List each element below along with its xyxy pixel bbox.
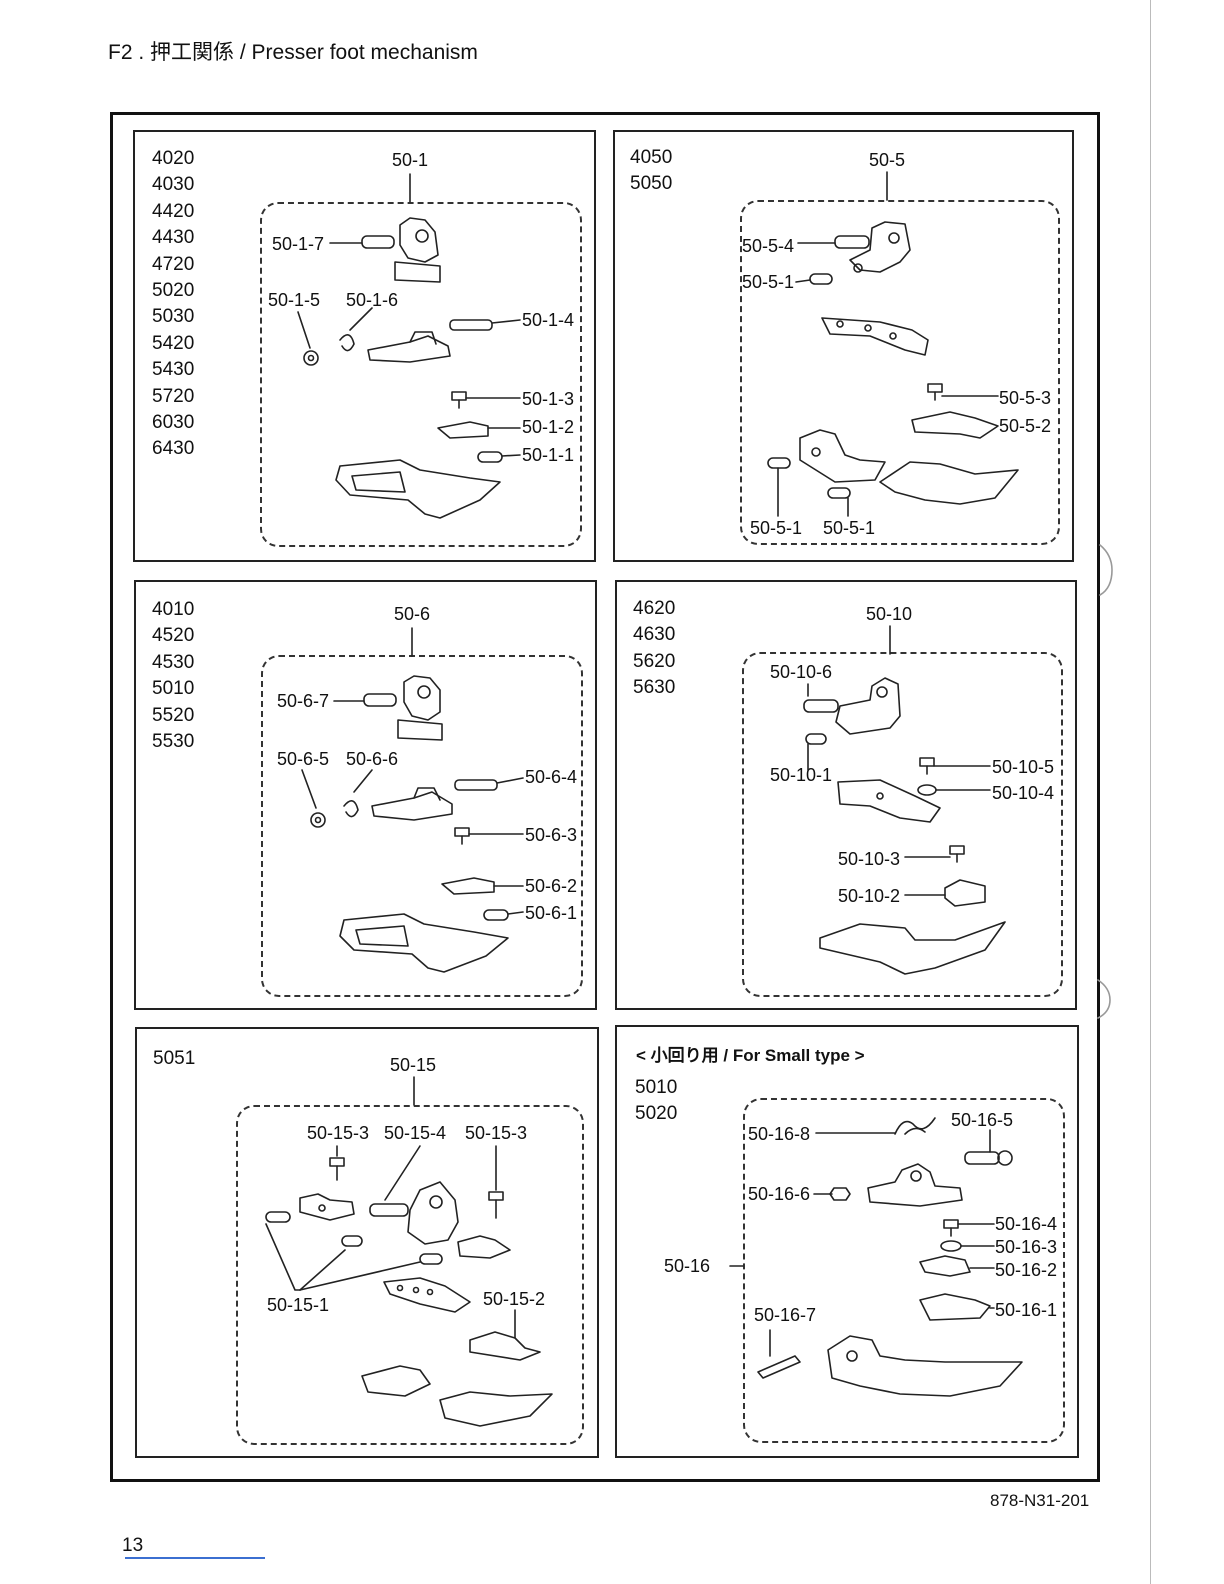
assembly-box-50-6 — [261, 655, 583, 997]
part-label: 50-6-5 — [277, 749, 330, 769]
part-label: 50-5-1 — [750, 518, 803, 538]
footer-rule — [125, 1557, 265, 1559]
part-label: 50-1-3 — [522, 389, 575, 409]
part-label: 50-16-1 — [995, 1300, 1058, 1320]
part-label: 50-10-4 — [992, 783, 1055, 803]
assembly-box-50-10 — [742, 652, 1063, 997]
part-label: 50-1-1 — [522, 445, 575, 465]
part-label: 50-5-3 — [999, 388, 1052, 408]
small-type-heading: < 小回り用 / For Small type > — [636, 1046, 865, 1065]
part-label: 50-5-1 — [742, 272, 795, 292]
part-label: 50-6-1 — [525, 903, 578, 923]
part-label: 50-15-3 — [307, 1123, 370, 1143]
assembly-box-50-1 — [260, 202, 582, 547]
part-label: 50-10-6 — [770, 662, 833, 682]
part-label: 50-15-3 — [465, 1123, 528, 1143]
part-label: 50-5-2 — [999, 416, 1052, 436]
part-label: 50-5-4 — [742, 236, 795, 256]
assembly-50-6-art — [301, 627, 524, 973]
part-label: 50-16-3 — [995, 1237, 1058, 1257]
part-label: 50-15-2 — [483, 1289, 546, 1309]
panel-50-1 — [133, 130, 596, 562]
part-label: 50-6-2 — [525, 876, 578, 896]
part-label: 50-16-6 — [748, 1184, 811, 1204]
panel-50-6 — [134, 580, 597, 1010]
assembly-label: 50-16 — [664, 1256, 711, 1276]
part-label: 50-5-1 — [823, 518, 876, 538]
panel-50-10 — [615, 580, 1077, 1010]
assembly-box-50-15 — [236, 1105, 584, 1445]
assembly-box-50-5 — [740, 200, 1060, 545]
assembly-box-50-16 — [743, 1098, 1065, 1443]
panel-50-15 — [135, 1027, 599, 1458]
part-label: 50-6-6 — [346, 749, 399, 769]
part-label: 50-10-3 — [838, 849, 901, 869]
part-label: 50-10-2 — [838, 886, 901, 906]
document-code: 878-N31-201 — [990, 1491, 1090, 1510]
assembly-50-5-art — [767, 171, 1019, 517]
part-label: 50-15-1 — [267, 1295, 330, 1315]
diagram-frame — [110, 112, 1100, 1482]
assembly-label: 50-5 — [869, 150, 906, 170]
part-label: 50-6-7 — [277, 691, 330, 711]
assembly-label: 50-1 — [392, 150, 429, 170]
part-label: 50-1-2 — [522, 417, 575, 437]
model-list: 5051 — [153, 1048, 196, 1069]
part-label: 50-16-8 — [748, 1124, 811, 1144]
assembly-label: 50-6 — [394, 604, 431, 624]
assembly-label: 50-15 — [390, 1055, 437, 1075]
assembly-50-15-art — [265, 1076, 553, 1427]
page-margin-line — [1150, 0, 1151, 1584]
assembly-50-1-art — [297, 173, 521, 519]
part-label: 50-15-4 — [384, 1123, 447, 1143]
panel-50-5 — [613, 130, 1074, 562]
part-label: 50-1-6 — [346, 290, 399, 310]
part-label: 50-1-7 — [272, 234, 325, 254]
panel-50-16 — [615, 1025, 1079, 1458]
part-label: 50-10-1 — [770, 765, 833, 785]
part-label: 50-16-2 — [995, 1260, 1058, 1280]
part-label: 50-16-5 — [951, 1110, 1014, 1130]
assembly-50-10-art — [803, 625, 1006, 975]
part-label: 50-16-4 — [995, 1214, 1058, 1234]
part-label: 50-6-3 — [525, 825, 578, 845]
assembly-50-16-art — [729, 1117, 1023, 1397]
page-number: 13 — [122, 1535, 144, 1556]
assembly-label: 50-10 — [866, 604, 913, 624]
part-label: 50-16-7 — [754, 1305, 817, 1325]
part-label: 50-10-5 — [992, 757, 1055, 777]
page-title: F2 . 押工関係 / Presser foot mechanism — [108, 41, 478, 64]
part-label: 50-1-4 — [522, 310, 575, 330]
part-label: 50-1-5 — [268, 290, 321, 310]
binding-marks — [1097, 544, 1113, 1019]
part-label: 50-6-4 — [525, 767, 578, 787]
